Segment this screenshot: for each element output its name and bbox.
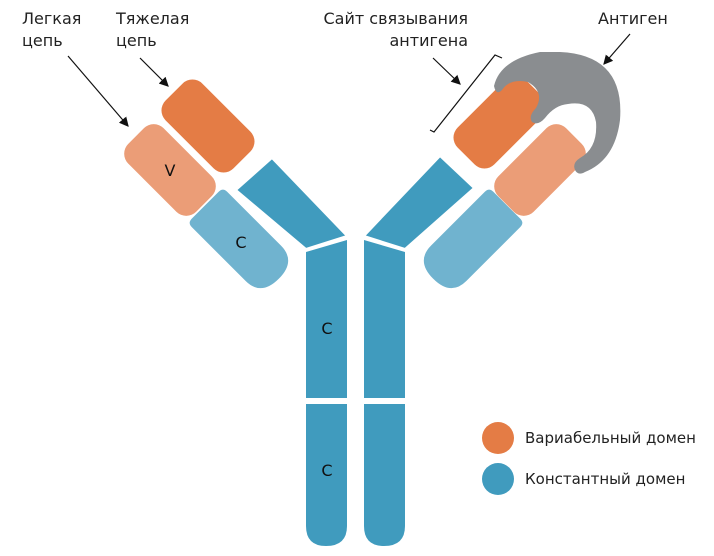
right-light-constant bbox=[423, 189, 523, 289]
domain-label-v: V bbox=[165, 161, 176, 180]
stem-left-lower bbox=[306, 404, 347, 546]
right-light-variable bbox=[494, 124, 586, 216]
legend-variable-swatch bbox=[482, 422, 514, 454]
binding-site-label-1: Сайт связывания bbox=[324, 9, 469, 28]
right-heavy-constant bbox=[363, 155, 475, 250]
domain-label-c-light: C bbox=[235, 233, 246, 252]
heavy-chain-label-1: Тяжелая bbox=[115, 9, 189, 28]
heavy-chain-label-2: цепь bbox=[116, 31, 157, 50]
domain-label-c-lower: C bbox=[321, 461, 332, 480]
stem-left-upper bbox=[306, 240, 347, 398]
stem-right-lower bbox=[364, 404, 405, 546]
domain-label-c-upper: C bbox=[321, 319, 332, 338]
light-chain-label-1: Легкая bbox=[22, 9, 81, 28]
antigen-shape bbox=[494, 52, 621, 174]
light-chain-label-2: цепь bbox=[22, 31, 63, 50]
legend-variable-label: Вариабельный домен bbox=[525, 429, 696, 447]
light-chain-arrow bbox=[67, 55, 129, 127]
heavy-chain-arrow bbox=[139, 57, 169, 87]
left-light-constant bbox=[189, 189, 289, 289]
binding-site-bracket bbox=[429, 54, 503, 133]
right-heavy-variable bbox=[453, 75, 547, 169]
left-heavy-constant bbox=[235, 157, 348, 250]
legend-constant-swatch bbox=[482, 463, 514, 495]
left-heavy-variable bbox=[161, 79, 255, 173]
stem-right-upper bbox=[364, 240, 405, 398]
antigen-label: Антиген bbox=[598, 9, 668, 28]
binding-site-arrow bbox=[432, 57, 461, 85]
binding-site-label-2: антигена bbox=[390, 31, 469, 50]
antigen-arrow bbox=[603, 33, 631, 65]
legend-constant-label: Константный домен bbox=[525, 470, 685, 488]
left-light-variable bbox=[124, 124, 216, 216]
